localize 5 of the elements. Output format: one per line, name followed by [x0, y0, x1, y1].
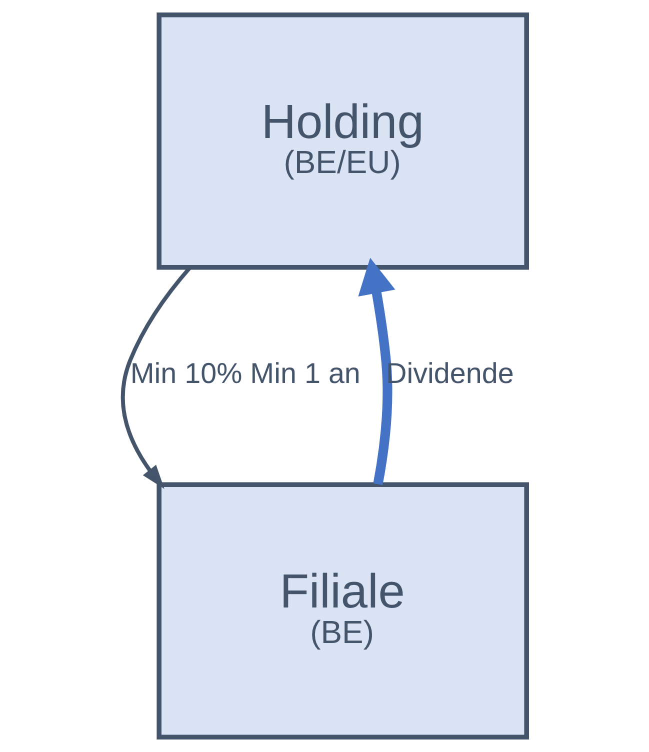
edge-label: Min 10% Min 1 an [130, 358, 360, 390]
arrow [120, 266, 192, 489]
node-box: Filiale (BE) [156, 482, 529, 740]
node-box: Holding (BE/EU) [156, 12, 529, 270]
arrow [358, 258, 396, 486]
